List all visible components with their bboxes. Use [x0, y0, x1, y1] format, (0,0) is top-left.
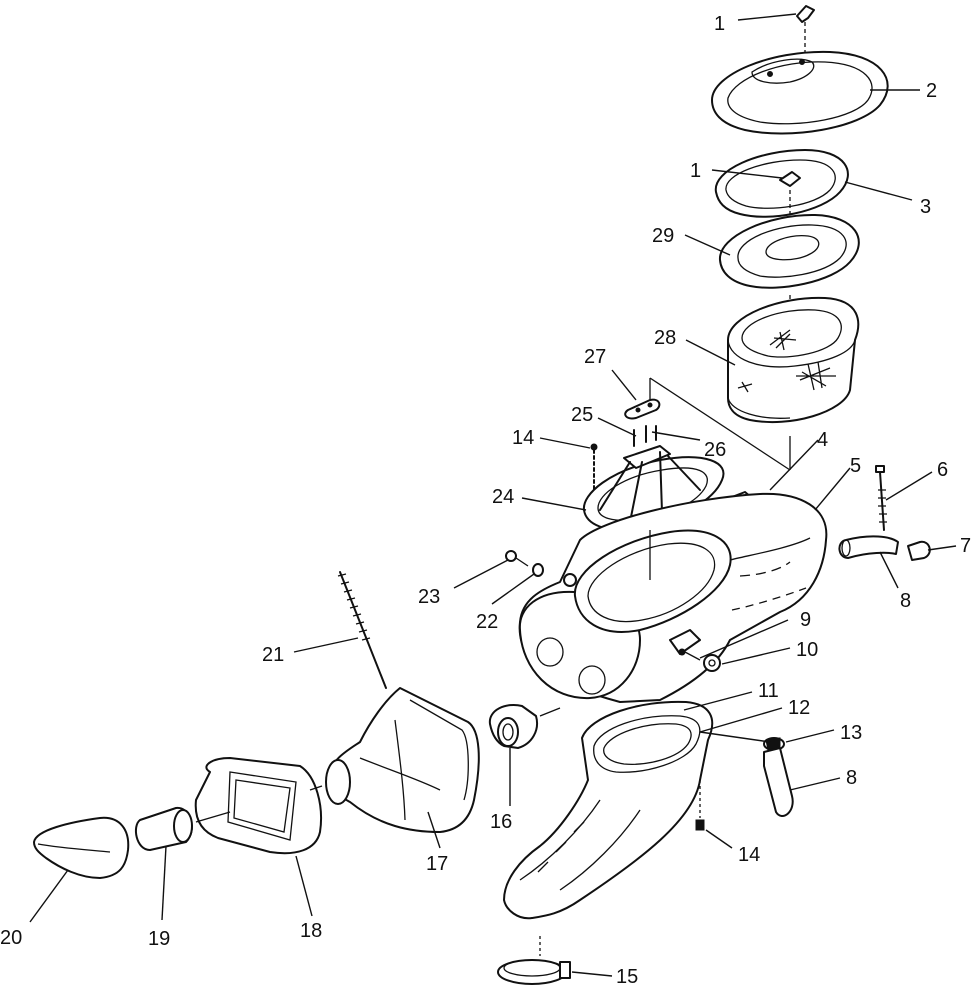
part-23-bolt [505, 550, 529, 567]
part-10-grommet [703, 654, 721, 672]
part-19-tube [134, 806, 193, 851]
callout-19: 19 [148, 928, 170, 950]
callout-23: 23 [418, 586, 440, 608]
part-29-filter-plate [718, 213, 860, 325]
callout-24: 24 [492, 486, 514, 508]
part-5-air-box [518, 492, 828, 703]
part-21-spring [337, 571, 387, 689]
part-8-hose-lower [763, 747, 794, 817]
callout-15: 15 [616, 966, 638, 988]
callout-29: 29 [652, 225, 674, 247]
part-7-cap [907, 540, 931, 561]
callout-12: 12 [788, 697, 810, 719]
callout-25: 25 [571, 404, 593, 426]
part-2-air-box-cover [711, 50, 889, 135]
part-14-screw-bottom [695, 780, 705, 831]
callout-8-upper: 8 [900, 590, 911, 612]
callout-14-top: 14 [512, 427, 534, 449]
part-6-bolt [875, 465, 887, 531]
callout-14-bottom: 14 [738, 844, 760, 866]
part-12-lower-duct [503, 700, 714, 920]
part-20-foam-cap [33, 816, 130, 879]
part-24-filter-cage [582, 445, 725, 531]
callout-6: 6 [937, 459, 948, 481]
leader-lines [29, 13, 957, 977]
callout-1-mid: 1 [690, 160, 701, 182]
callout-labels: 1 2 1 3 29 28 27 25 14 26 4 5 6 24 7 8 2… [0, 13, 971, 988]
callout-20: 20 [0, 927, 22, 949]
callout-2: 2 [926, 80, 937, 102]
callout-21: 21 [262, 644, 284, 666]
callout-4: 4 [817, 429, 828, 451]
part-15-band-clamp [497, 936, 571, 985]
part-9-bolt [678, 648, 701, 661]
callout-7: 7 [960, 535, 971, 557]
callout-3: 3 [920, 196, 931, 218]
part-8-hose-upper [838, 535, 899, 559]
callout-11: 11 [758, 680, 779, 702]
part-17-intake-boot [325, 687, 480, 833]
callout-9: 9 [800, 609, 811, 631]
callout-5: 5 [850, 455, 861, 477]
callout-17: 17 [426, 853, 448, 875]
callout-22: 22 [476, 611, 498, 633]
callout-27: 27 [584, 346, 606, 368]
part-25-26-studs [633, 425, 657, 447]
callout-18: 18 [300, 920, 322, 942]
callout-1-top: 1 [714, 13, 725, 35]
part-16-coupler [488, 704, 561, 749]
callout-28: 28 [654, 327, 676, 349]
part-27-plate [624, 398, 661, 420]
callout-26: 26 [704, 439, 726, 461]
part-22-washer [532, 563, 544, 577]
part-18-adapter [194, 757, 322, 855]
callout-8-lower: 8 [846, 767, 857, 789]
callout-13: 13 [840, 722, 862, 744]
part-3-gasket [714, 149, 849, 226]
callout-16: 16 [490, 811, 512, 833]
part-28-air-filter-element [727, 296, 860, 424]
callout-10: 10 [796, 639, 818, 661]
part-1-wing-nut-top [796, 5, 815, 58]
